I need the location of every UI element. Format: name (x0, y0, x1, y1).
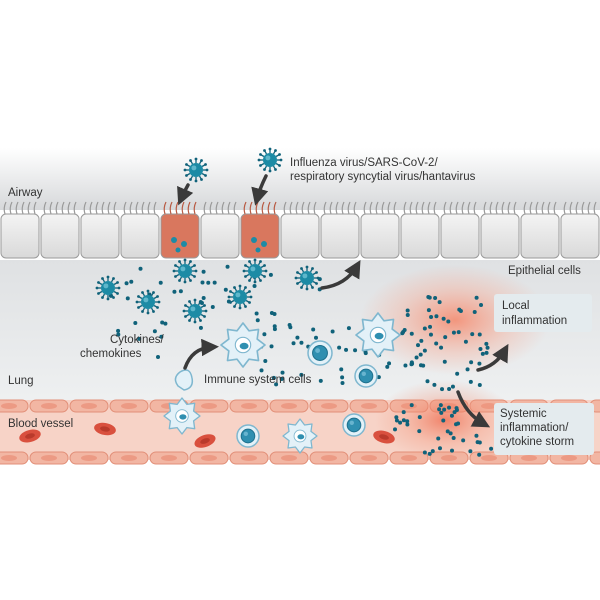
systemic-inflammation-box: Systemic inflammation/ cytokine storm (494, 403, 594, 455)
immune-label: Immune system cells (204, 374, 312, 386)
local-label-line2: inflammation (502, 315, 567, 327)
infected-epithelial-cell (240, 201, 280, 259)
transmigrating-cell (174, 369, 194, 391)
epithelial-layer (0, 201, 600, 259)
lymphocyte (236, 424, 260, 448)
macrophage (282, 418, 318, 454)
epithelial-cell (520, 201, 560, 259)
virus-particle (183, 157, 209, 183)
epithelial-label: Epithelial cells (508, 265, 581, 277)
infected-epithelial-cell (160, 201, 200, 259)
endothelial-cell (589, 451, 600, 465)
arrow-to-immune (183, 338, 219, 370)
virus-particle (242, 258, 268, 284)
arrow-virus-to-cell-2 (251, 174, 269, 206)
immune-cells (163, 312, 401, 454)
epithelial-cell (360, 201, 400, 259)
virus-particle (294, 265, 320, 291)
cytokine-dots (108, 264, 494, 457)
systemic-label-line2: inflammation/ (500, 422, 569, 434)
virus-particles (95, 147, 320, 324)
airway-label: Airway (8, 187, 43, 199)
red-blood-cell (373, 430, 395, 444)
local-label-line1: Local (502, 300, 530, 312)
lymphocyte (354, 364, 378, 388)
virus-particle (257, 147, 283, 173)
macrophage (355, 312, 401, 358)
lymphocyte (342, 413, 366, 437)
virus-label-line1: Influenza virus/SARS-CoV-2/ (290, 157, 438, 169)
lung-label: Lung (8, 375, 34, 387)
epithelial-cell (560, 201, 600, 259)
epithelial-cell (280, 201, 320, 259)
macrophage (220, 322, 266, 368)
epithelial-cell (40, 201, 80, 259)
epithelial-cell (0, 201, 40, 259)
epithelial-cell (400, 201, 440, 259)
epithelial-cell (80, 201, 120, 259)
red-blood-cell (94, 422, 116, 436)
epithelial-cell (320, 201, 360, 259)
systemic-label-line3: cytokine storm (500, 436, 574, 448)
virus-particle (135, 289, 161, 315)
virus-particle (227, 284, 253, 310)
arrow-to-epithelial (320, 259, 361, 290)
epithelial-cell (480, 201, 520, 259)
cytokines-label-line1: Cytokines/ (110, 334, 164, 346)
arrow-to-systemic (456, 390, 491, 428)
cytokines-label-line2: chemokines (80, 348, 142, 360)
virus-particle (172, 258, 198, 284)
lymphocyte (307, 340, 333, 366)
virus-particle (182, 298, 208, 324)
epithelial-cell (200, 201, 240, 259)
epithelial-cell (440, 201, 480, 259)
virus-particle (95, 275, 121, 301)
arrows (177, 174, 509, 428)
macrophage (163, 397, 201, 435)
local-inflammation-box: Local inflammation (494, 294, 592, 332)
blood-vessel-label: Blood vessel (8, 418, 73, 430)
systemic-label-line1: Systemic (500, 408, 547, 420)
red-blood-cell (19, 429, 41, 443)
epithelial-cell (120, 201, 160, 259)
arrow-virus-to-cell-1 (177, 183, 194, 206)
red-blood-cell (194, 434, 216, 448)
virus-label-line2: respiratory syncytial virus/hantavirus (290, 171, 476, 183)
airway-region (0, 148, 600, 210)
arrow-to-local (476, 343, 509, 372)
